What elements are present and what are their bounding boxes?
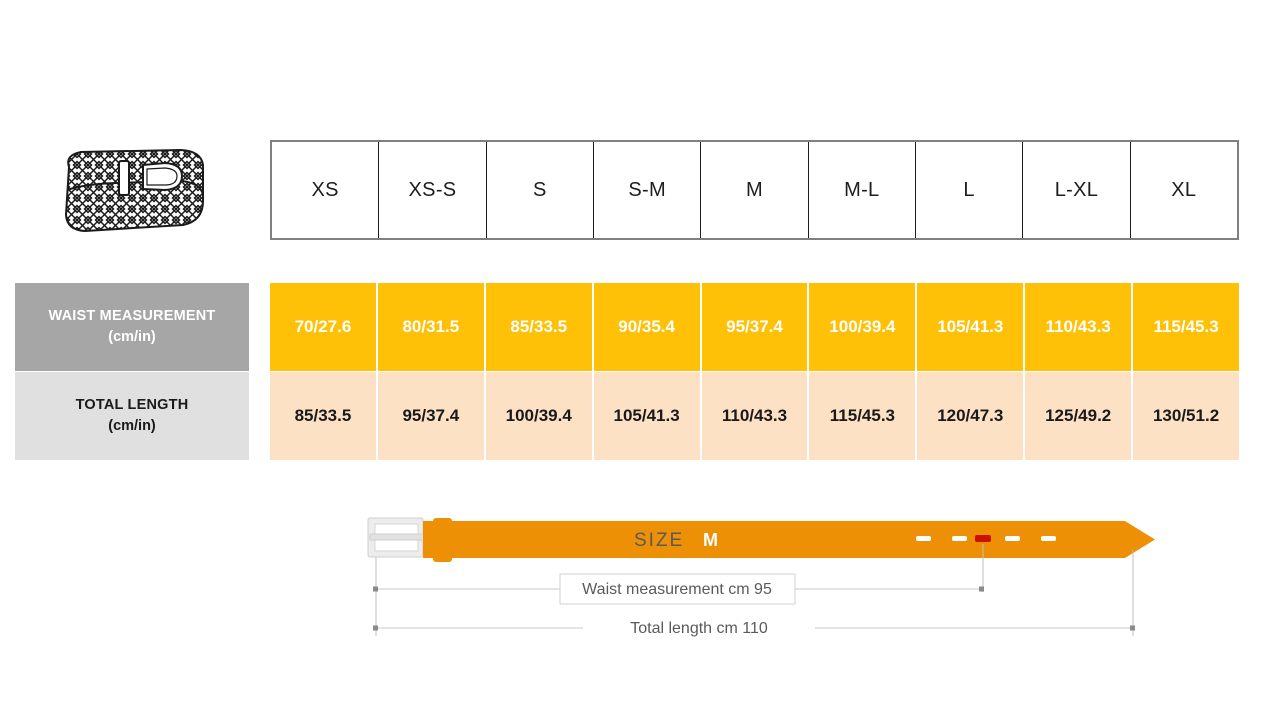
total-length-tick-start: [373, 625, 378, 631]
row-label-line2: (cm/in): [108, 418, 156, 434]
belt-keeper-loop: [433, 518, 452, 562]
table-cell: 85/33.5: [485, 283, 594, 371]
table-cell: 90/35.4: [593, 283, 702, 371]
size-header-cell: S: [487, 142, 594, 238]
table-row-total-length: 85/33.5 95/37.4 100/39.4 105/41.3 110/43…: [270, 372, 1240, 460]
size-header-cell: M-L: [809, 142, 916, 238]
belt-hole: [1041, 536, 1056, 541]
table-row-waist-measurement: 70/27.6 80/31.5 85/33.5 90/35.4 95/37.4 …: [270, 283, 1240, 371]
size-header-cell: XL: [1171, 178, 1197, 201]
table-cell: 95/37.4: [377, 372, 486, 460]
table-cell: 105/41.3: [593, 372, 702, 460]
row-label-line1: WAIST MEASUREMENT: [48, 307, 216, 324]
belt-size-caption-label: SIZE: [634, 530, 684, 551]
table-cell: 110/43.3: [1025, 283, 1134, 371]
belt-hole-highlighted: [975, 535, 991, 542]
table-cell: 115/45.3: [809, 372, 918, 460]
table-cell: 125/49.2: [1025, 372, 1134, 460]
table-cell: 130/51.2: [1133, 372, 1240, 460]
table-cell: 70/27.6: [270, 283, 378, 371]
row-label-waist-measurement: WAIST MEASUREMENT (cm/in): [15, 283, 249, 371]
waist-dimension-tick-start: [373, 586, 378, 592]
total-length-tick-end: [1130, 625, 1135, 631]
table-cell: 120/47.3: [917, 372, 1026, 460]
row-label-line1: TOTAL LENGTH: [75, 396, 189, 413]
belt-measurement-diagram: SIZE M Waist measurement cm 95 Total len…: [355, 500, 1155, 650]
table-cell: 95/37.4: [701, 283, 810, 371]
table-cell: 115/45.3: [1133, 283, 1240, 371]
size-header-table: XS XS-S S S-M M M-L L L-XL XL: [270, 140, 1239, 240]
total-length-label-backdrop: [583, 615, 815, 641]
belt-hole: [952, 536, 967, 541]
table-cell: 100/39.4: [809, 283, 918, 371]
belt-strap: [423, 521, 1155, 558]
size-header-cell: L-XL: [1023, 142, 1131, 238]
size-header-cell: XS: [272, 142, 380, 238]
waist-measurement-label-box: [559, 573, 796, 605]
table-cell: 105/41.3: [917, 283, 1026, 371]
table-cell: 80/31.5: [377, 283, 486, 371]
belt-hole: [916, 536, 931, 541]
table-cell: 85/33.5: [270, 372, 378, 460]
woven-belt-icon: [64, 148, 204, 233]
row-label-total-length: TOTAL LENGTH (cm/in): [15, 372, 249, 460]
size-header-cell: XS-S: [379, 142, 487, 238]
belt-size-caption-value: M: [703, 530, 718, 550]
waist-dimension-tick-end: [979, 586, 984, 592]
belt-hole: [1005, 536, 1020, 541]
size-header-cell: L: [916, 142, 1024, 238]
size-header-cell: M: [701, 142, 809, 238]
total-length-label: Total length cm 110: [630, 620, 768, 637]
table-cell: 100/39.4: [485, 372, 594, 460]
waist-measurement-label: Waist measurement cm 95: [582, 581, 772, 598]
row-label-line2: (cm/in): [108, 329, 156, 345]
table-cell: 110/43.3: [701, 372, 810, 460]
size-header-cell: S-M: [594, 142, 702, 238]
woven-belt-illustration: [55, 143, 215, 241]
